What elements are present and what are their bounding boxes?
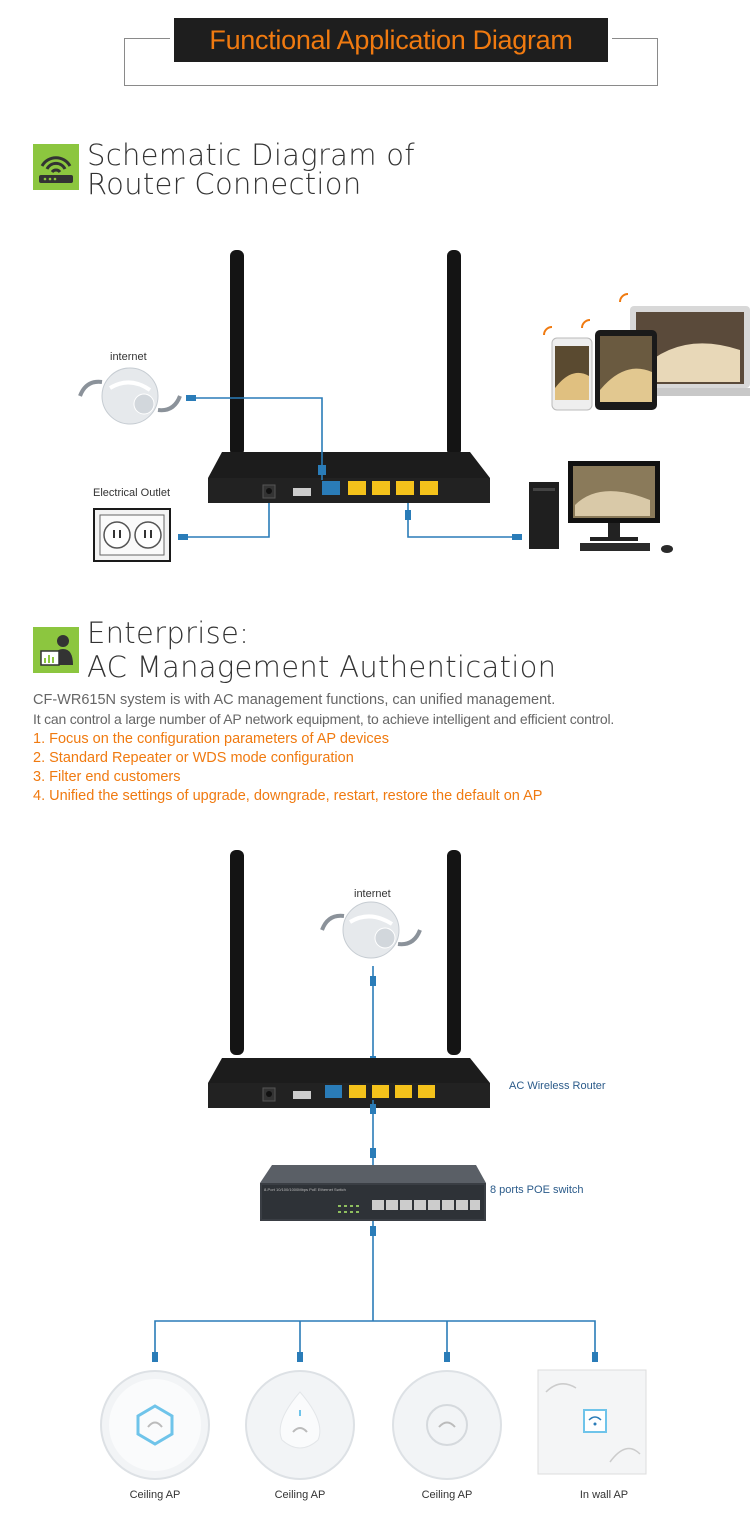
description-line-2: It can control a large number of AP netw…	[33, 711, 615, 727]
ceiling-ap-2-icon	[245, 1370, 355, 1480]
title-frame	[124, 38, 658, 86]
description-line-1: CF-WR615N system is with AC management f…	[33, 692, 556, 708]
title-frame-line-right	[612, 38, 658, 39]
lan-port-1	[348, 481, 366, 495]
in-wall-ap-icon	[537, 1369, 647, 1475]
ap-label-1: Ceiling AP	[129, 1489, 181, 1501]
router-connection-diagram	[78, 250, 750, 562]
internet-cable	[186, 397, 323, 480]
ceiling-ap-1-icon	[100, 1370, 210, 1480]
feature-3: 3. Filter end customers	[33, 769, 181, 785]
internet-globe-icon	[78, 367, 182, 425]
ceiling-ap-3-icon	[392, 1370, 502, 1480]
lan-port-3	[396, 481, 414, 495]
feature-2: 2. Standard Repeater or WDS mode configu…	[33, 750, 354, 766]
feature-4: 4. Unified the settings of upgrade, down…	[33, 788, 543, 804]
internet-label-2: internet	[354, 888, 391, 900]
admin-user-icon	[33, 627, 79, 673]
switch-print-text: 8-Port 10/100/1000Mbps PoE Ethernet Swit…	[264, 1187, 346, 1192]
outlet-label: Electrical Outlet	[93, 487, 171, 499]
antenna-left-2	[230, 850, 244, 1055]
internet-label: internet	[110, 351, 147, 363]
wireless-devices-icon	[543, 293, 750, 411]
section2-title-line1: Enterprise:	[87, 616, 250, 650]
desktop-computer-icon	[529, 461, 673, 553]
usb-port	[293, 488, 311, 496]
section1-title-line2: Router Connection	[87, 167, 362, 201]
ap-label-2: Ceiling AP	[274, 1489, 326, 1501]
poe-switch-label: 8 ports POE switch	[490, 1184, 584, 1196]
power-cable	[180, 503, 270, 538]
lan-port-4	[420, 481, 438, 495]
poe-switch-icon	[260, 1165, 486, 1221]
internet-globe-icon-2	[320, 901, 422, 959]
feature-1: 1. Focus on the configuration parameters…	[33, 731, 389, 747]
antenna-left	[230, 250, 244, 456]
router-wifi-icon	[33, 144, 79, 190]
page-title: Functional Application Diagram	[174, 18, 608, 62]
section2-title-line2: AC Management Authentication	[87, 650, 557, 684]
ac-router-label: AC Wireless Router	[509, 1080, 606, 1092]
wan-port	[322, 481, 340, 495]
antenna-right	[447, 250, 461, 456]
lan-port-2	[372, 481, 390, 495]
title-frame-line-left	[124, 38, 170, 39]
antenna-right-2	[447, 850, 461, 1055]
ap-label-4: In wall AP	[579, 1489, 629, 1501]
electrical-outlet-icon	[93, 508, 171, 562]
section1-title-line1: Schematic Diagram of	[87, 138, 415, 172]
ap-label-3: Ceiling AP	[421, 1489, 473, 1501]
